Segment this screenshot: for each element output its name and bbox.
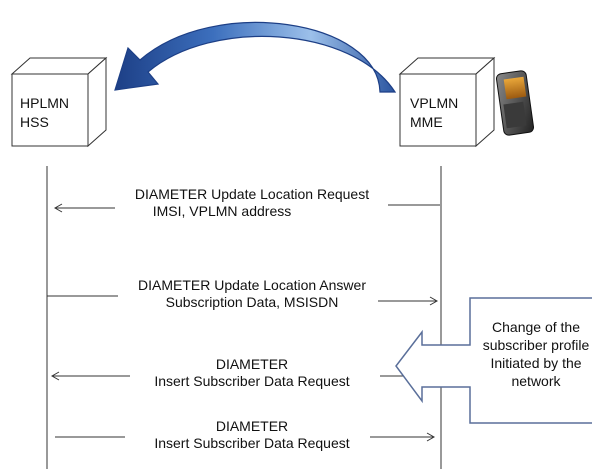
curved-arrow-icon xyxy=(114,21,397,93)
hplmn-line2: HSS xyxy=(20,114,49,130)
note-line-4: network xyxy=(511,373,561,389)
vplmn-line1: VPLMN xyxy=(410,95,459,111)
message-label-1: DIAMETER Update Location Request IMSI, V… xyxy=(118,186,386,220)
hplmn-line1: HPLMN xyxy=(20,95,70,111)
message-arrow-2 xyxy=(47,295,439,306)
message-label-3: DIAMETER Insert Subscriber Data Request xyxy=(118,356,386,390)
message-3-params: Insert Subscriber Data Request xyxy=(154,373,350,389)
message-2-params: Subscription Data, MSISDN xyxy=(165,294,339,310)
message-1-title: DIAMETER Update Location Request xyxy=(134,186,370,202)
hplmn-label: HPLMN HSS xyxy=(20,94,69,132)
message-arrow-1 xyxy=(53,203,440,213)
message-4-params: Insert Subscriber Data Request xyxy=(154,435,350,451)
note-line-3: Initiated by the xyxy=(490,355,582,371)
message-2-title: DIAMETER Update Location Answer xyxy=(138,277,366,293)
message-3-title: DIAMETER xyxy=(215,356,289,372)
note-text: Change of the subscriber profile Initiat… xyxy=(470,318,592,390)
vplmn-line2: MME xyxy=(410,114,443,130)
note-line-2: subscriber profile xyxy=(482,337,590,353)
vplmn-label: VPLMN MME xyxy=(410,94,458,132)
note-line-1: Change of the xyxy=(492,319,580,335)
message-label-2: DIAMETER Update Location Answer Subscrip… xyxy=(118,277,386,311)
vplmn-mme-box xyxy=(398,56,496,148)
mobile-phone-icon xyxy=(495,70,535,136)
message-4-title: DIAMETER xyxy=(215,418,289,434)
message-label-4: DIAMETER Insert Subscriber Data Request xyxy=(118,418,386,452)
message-1-params: IMSI, VPLMN address xyxy=(152,203,292,219)
note-callout-shape xyxy=(395,297,592,424)
hplmn-hss-box xyxy=(10,56,108,148)
message-arrow-4 xyxy=(55,432,436,442)
